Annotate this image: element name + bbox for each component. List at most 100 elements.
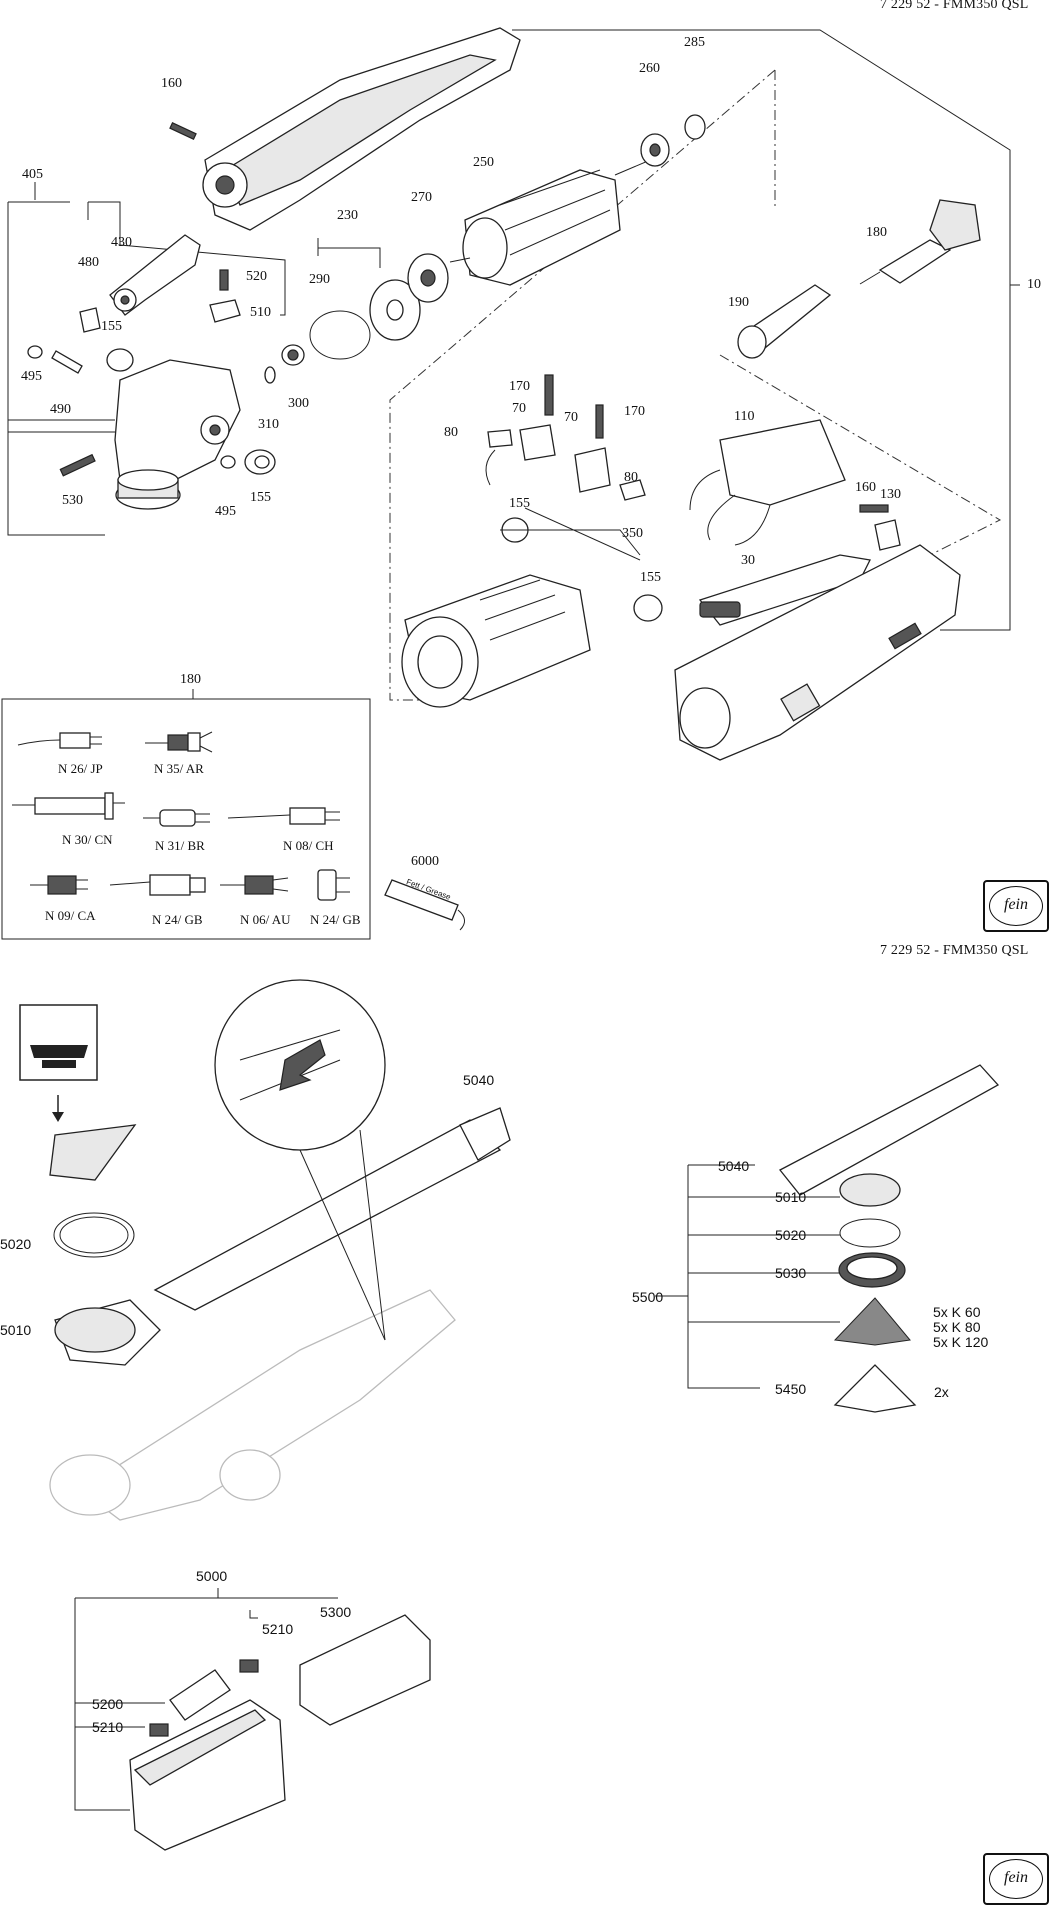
kit-label-5040: 5040 [718, 1158, 750, 1174]
brush-holder-70b [574, 447, 611, 493]
label-155c: 155 [509, 496, 530, 511]
fein-logo-bottom: fein [983, 1853, 1049, 1905]
label-350: 350 [622, 526, 643, 541]
plug-variants-box [1, 698, 371, 940]
label-480: 480 [78, 255, 99, 270]
label-5020: 5020 [0, 1236, 32, 1252]
plug-n06-au [220, 875, 289, 895]
plug-label-8: N 06/ AU [240, 912, 291, 927]
label-6000: 6000 [411, 854, 439, 869]
label-5040: 5040 [463, 1072, 495, 1088]
suction-hose-5040 [153, 1119, 502, 1311]
kit-label-5010: 5010 [775, 1189, 807, 1205]
kit-adapter [839, 1173, 901, 1207]
label-180-plugs: 180 [180, 672, 201, 687]
label-180: 180 [866, 225, 887, 240]
fein-logo-top: fein [983, 880, 1049, 932]
kit-abrasive [833, 1297, 911, 1346]
label-530: 530 [62, 493, 83, 508]
plug-label-7: N 24/ GB [152, 912, 203, 927]
label-160b: 160 [855, 480, 876, 495]
page-reference-top: 7 229 52 - FMM350 QSL [880, 0, 1029, 12]
plug-n26-jp [17, 732, 102, 749]
electronics-110 [719, 419, 846, 506]
label-30: 30 [741, 553, 755, 568]
screw-170b [595, 404, 604, 439]
label-495b: 495 [215, 504, 236, 519]
label-5200: 5200 [92, 1696, 124, 1712]
latch-5210b [149, 1723, 169, 1737]
kit-label-5030: 5030 [775, 1265, 807, 1281]
plug-n24-gb-2 [317, 869, 350, 901]
part-285 [684, 114, 706, 140]
bracket-405 [7, 202, 105, 536]
label-430: 430 [111, 235, 132, 250]
screw-160 [859, 504, 889, 513]
brush-80b [619, 479, 646, 501]
carry-case-5000 [129, 1699, 286, 1851]
brush-holder-70a [519, 424, 556, 461]
label-5210b: 5210 [92, 1719, 124, 1735]
cable-180 [878, 239, 952, 284]
label-5000: 5000 [196, 1568, 228, 1584]
kit-label-5020: 5020 [775, 1227, 807, 1243]
sanding-pad-small [49, 1124, 137, 1181]
plug-label-6: N 09/ CA [45, 908, 96, 923]
logo-text-top: fein [989, 886, 1043, 926]
label-5300: 5300 [320, 1604, 352, 1620]
label-80a: 80 [444, 425, 458, 440]
label-190: 190 [728, 295, 749, 310]
ghost-tool [78, 1289, 456, 1521]
leader-10 [512, 29, 1011, 631]
plug-n08-ch [227, 807, 340, 825]
label-155a: 155 [101, 319, 122, 334]
abrasive-qty-80: 5x K 80 [933, 1319, 981, 1335]
part-130 [874, 519, 901, 551]
abrasive-qty-120: 5x K 120 [933, 1334, 989, 1350]
label-405: 405 [22, 167, 43, 182]
kit-pad [833, 1364, 917, 1413]
label-160a: 160 [161, 76, 182, 91]
label-130: 130 [880, 487, 901, 502]
label-170a: 170 [509, 379, 530, 394]
label-110: 110 [734, 409, 755, 424]
logo-text-bottom: fein [989, 1859, 1043, 1899]
plug-label-1: N 26/ JP [58, 761, 103, 776]
abrasive-qty-60: 5x K 60 [933, 1304, 981, 1320]
label-495a: 495 [21, 369, 42, 384]
label-290: 290 [309, 272, 330, 287]
kit-hose [779, 1064, 1000, 1196]
plug-n24-gb [109, 874, 206, 896]
plug-label-3: N 30/ CN [62, 832, 113, 847]
page-reference-middle: 7 229 52 - FMM350 QSL [880, 943, 1029, 958]
label-70a: 70 [512, 401, 526, 416]
label-270: 270 [411, 190, 432, 205]
label-260: 260 [639, 61, 660, 76]
label-250: 250 [473, 155, 494, 170]
ring-5020 [53, 1212, 135, 1258]
label-510: 510 [250, 305, 271, 320]
plug-n31-br [143, 809, 210, 827]
label-310: 310 [258, 417, 279, 432]
pad-qty: 2x [934, 1384, 949, 1400]
label-300: 300 [288, 396, 309, 411]
plug-label-2: N 35/ AR [154, 761, 204, 776]
plug-n35-ar [145, 731, 213, 753]
dust-shield-icon [19, 1004, 98, 1122]
label-155d: 155 [640, 570, 661, 585]
plug-label-5: N 08/ CH [283, 838, 334, 853]
handle-5200 [169, 1669, 231, 1721]
label-170b: 170 [624, 404, 645, 419]
label-520: 520 [246, 269, 267, 284]
label-490: 490 [50, 402, 71, 417]
label-70b: 70 [564, 410, 578, 425]
insert-5300 [299, 1614, 431, 1726]
latch-5210a [239, 1659, 259, 1673]
label-10: 10 [1027, 277, 1041, 292]
switch-slide-30 [698, 554, 871, 626]
kit-ring [839, 1218, 901, 1248]
grease-tube-6000 [384, 879, 459, 921]
case-bracket [74, 1598, 130, 1811]
label-155b: 155 [250, 490, 271, 505]
